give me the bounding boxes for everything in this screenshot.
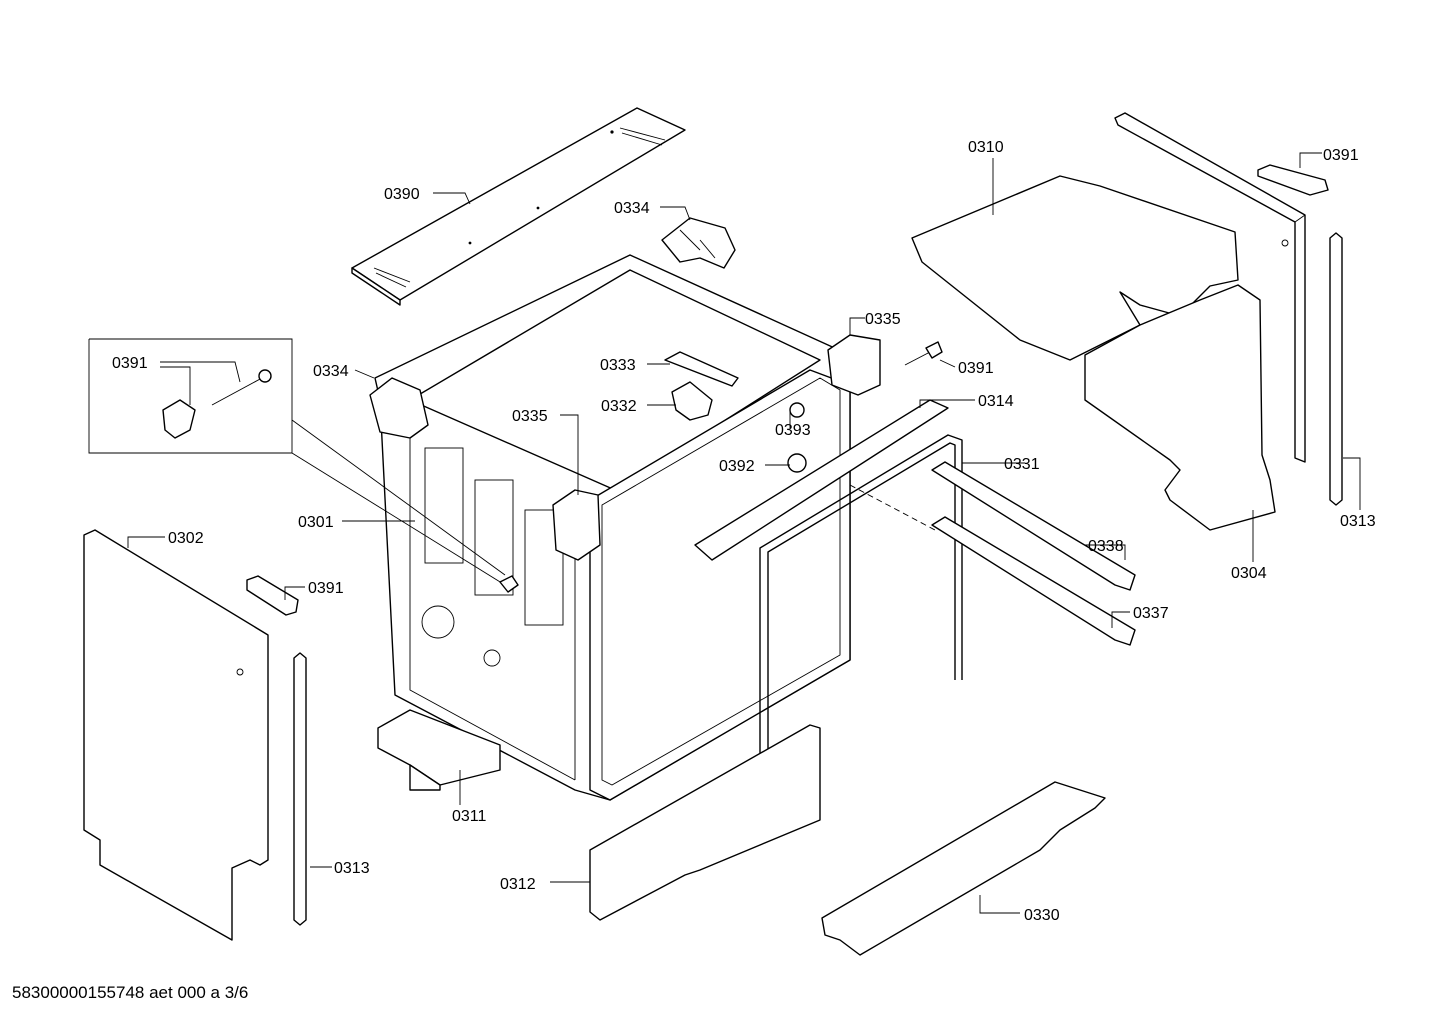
- part-0334-clip-left: [369, 377, 429, 439]
- label-0332: 0332: [601, 398, 637, 415]
- part-0391-screw-mid: [904, 341, 943, 366]
- label-0310: 0310: [968, 139, 1004, 156]
- label-0391-top-right: 0391: [1323, 147, 1359, 164]
- document-id-footer: 58300000155748 aet 000 a 3/6: [12, 983, 248, 1002]
- label-0302: 0302: [168, 530, 204, 547]
- part-0312-front-block: [589, 724, 821, 921]
- label-0314: 0314: [978, 393, 1014, 410]
- label-0391-inset: 0391: [112, 355, 148, 372]
- label-0392: 0392: [719, 458, 755, 475]
- part-0304-side-insulation: [1084, 284, 1276, 531]
- part-0391-bracket-left: [246, 575, 299, 616]
- label-0335-right: 0335: [865, 311, 901, 328]
- label-0334-left: 0334: [313, 363, 349, 380]
- part-right-side-panel: [1114, 112, 1306, 463]
- part-0313-strip-left: [293, 652, 307, 926]
- leader-lines: [127, 152, 1361, 914]
- label-0331: 0331: [1004, 456, 1040, 473]
- part-0330-base-rail: [821, 781, 1106, 956]
- label-0390: 0390: [384, 186, 420, 203]
- part-0313-strip-right: [1329, 232, 1343, 506]
- label-0393: 0393: [775, 422, 811, 439]
- part-0332-hinge: [671, 381, 713, 421]
- part-0390-top-panel: [351, 107, 686, 306]
- part-0335-latch-left: [552, 489, 601, 561]
- label-0391-left: 0391: [308, 580, 344, 597]
- part-0302-side-panel: [83, 529, 269, 941]
- part-0301-tub: [374, 254, 851, 801]
- part-0337-rail: [931, 516, 1136, 646]
- label-0312: 0312: [500, 876, 536, 893]
- part-0392-wheel: [787, 453, 807, 473]
- label-0333: 0333: [600, 357, 636, 374]
- part-0333-rail: [664, 351, 739, 387]
- part-0393-bolt: [789, 402, 805, 418]
- label-0304: 0304: [1231, 565, 1267, 582]
- part-0391-bracket-top-right: [1257, 164, 1329, 196]
- label-0338: 0338: [1088, 538, 1124, 555]
- label-0391-mid: 0391: [958, 360, 994, 377]
- label-0337: 0337: [1133, 605, 1169, 622]
- part-0311-base-block: [377, 709, 501, 791]
- label-0334-top: 0334: [614, 200, 650, 217]
- label-0313-left: 0313: [334, 860, 370, 877]
- part-0310-insulation-mat: [911, 175, 1239, 361]
- part-0334-clip-top: [661, 217, 736, 269]
- part-0335-latch-right: [827, 334, 881, 396]
- label-0311: 0311: [452, 808, 487, 825]
- label-0330: 0330: [1024, 907, 1060, 924]
- part-0314-rail: [694, 399, 949, 561]
- part-0338-rail: [931, 461, 1136, 591]
- inset-box: [88, 338, 519, 593]
- label-0301: 0301: [298, 514, 334, 531]
- label-0335-left: 0335: [512, 408, 548, 425]
- label-0313-right: 0313: [1340, 513, 1376, 530]
